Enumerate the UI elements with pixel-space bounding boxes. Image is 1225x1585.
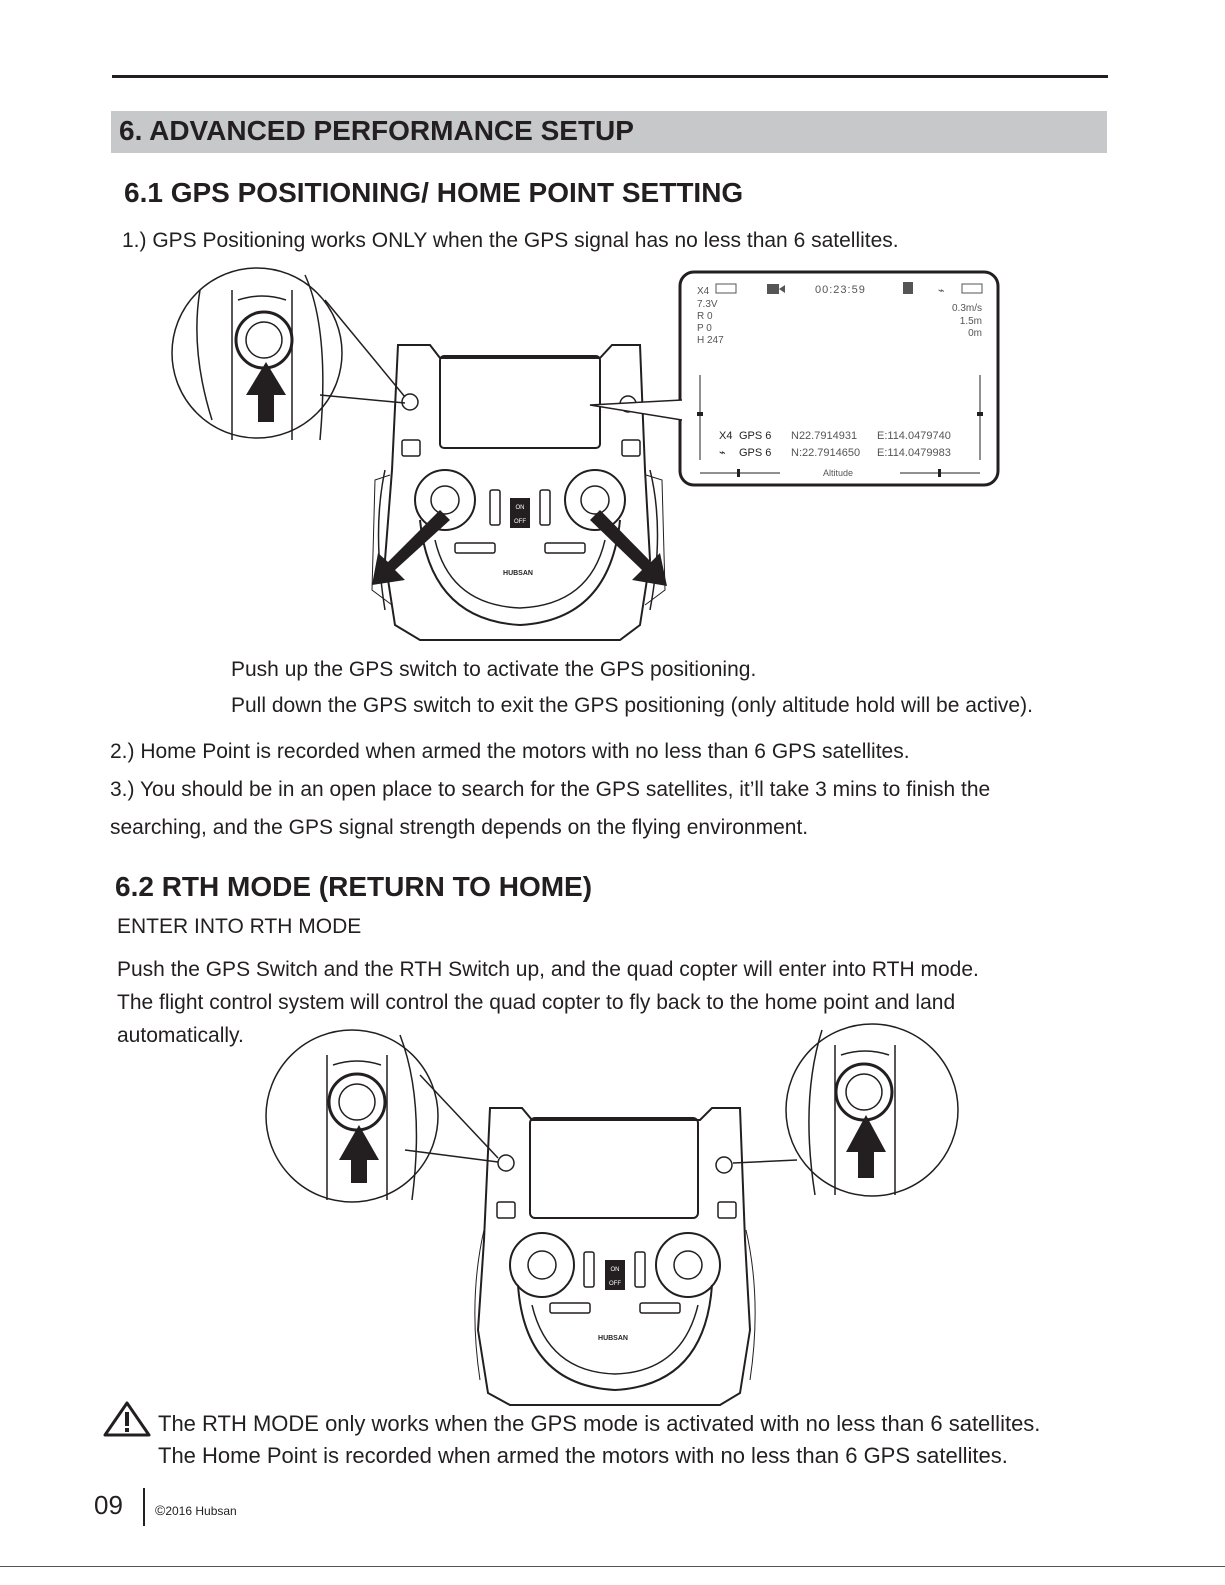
gps-controller-figure: ON OFF HUBSAN X4 00:23:59 ⌁ 7.3V R 0 P 0… xyxy=(171,267,1000,641)
rth-subtitle: ENTER INTO RTH MODE xyxy=(117,915,362,938)
rth-off-label: OFF xyxy=(609,1281,621,1287)
screen-roll: R 0 xyxy=(697,311,713,322)
rth-controller-body xyxy=(476,1107,752,1406)
rth-switch-zoom-circle xyxy=(785,1023,959,1197)
rth-line-2: The flight control system will control t… xyxy=(117,991,956,1014)
rth-brand-logo: HUBSAN xyxy=(598,1335,628,1342)
rth-section-title: 6.2 RTH MODE (RETURN TO HOME) xyxy=(115,871,593,902)
gps-point-3-line-1: 3.) You should be in an open place to se… xyxy=(110,778,991,801)
rth-line-1: Push the GPS Switch and the RTH Switch u… xyxy=(117,958,979,981)
screen-tx-gps: GPS 6 xyxy=(739,447,771,459)
on-label: ON xyxy=(516,505,525,511)
tx-battery-icon xyxy=(961,283,983,294)
left-stick xyxy=(414,469,476,531)
down-left-arrow-icon xyxy=(372,510,450,585)
gps-point-3-line-2: searching, and the GPS signal strength d… xyxy=(110,816,809,839)
warning-line-2: The Home Point is recorded when armed th… xyxy=(158,1443,1008,1468)
screen-height: 1.5m xyxy=(960,316,982,327)
off-label: OFF xyxy=(514,519,526,525)
copyright-symbol: © xyxy=(155,1502,166,1518)
brand-logo: HUBSAN xyxy=(503,570,533,577)
copyright: ©2016 Hubsan xyxy=(155,1502,237,1518)
up-arrow-icon xyxy=(339,1125,379,1183)
rth-on-label: ON xyxy=(611,1267,620,1273)
warning-icon xyxy=(103,1401,151,1437)
screen-craft-lon: E:114.0479740 xyxy=(877,430,951,442)
screen-altitude-label: Altitude xyxy=(823,468,853,478)
mini-screen xyxy=(439,355,601,449)
screen-tx-lon: E:114.0479983 xyxy=(877,447,951,459)
sd-card-icon xyxy=(903,282,913,294)
screen-heading: H 247 xyxy=(697,335,724,346)
push-up-text: Push up the GPS switch to activate the G… xyxy=(231,658,757,681)
screen-pitch: P 0 xyxy=(697,323,712,334)
section-bar xyxy=(111,111,1107,153)
controller-glyph-icon: ⌁ xyxy=(938,285,945,297)
down-right-arrow-icon xyxy=(590,510,667,586)
pull-down-text: Pull down the GPS switch to exit the GPS… xyxy=(231,694,1033,717)
screen-callout xyxy=(678,270,1000,487)
screen-craft-gps: GPS 6 xyxy=(739,430,771,442)
copyright-text: 2016 Hubsan xyxy=(165,1504,237,1518)
video-icon xyxy=(767,284,779,294)
up-arrow-icon xyxy=(846,1115,886,1178)
screen-craft-label: X4 xyxy=(719,430,732,442)
screen-speed: 0.3m/s xyxy=(952,303,982,314)
page-separator xyxy=(143,1488,145,1526)
gps-section-title: 6.1 GPS POSITIONING/ HOME POINT SETTING xyxy=(124,177,744,208)
gps-point-2: 2.) Home Point is recorded when armed th… xyxy=(110,740,910,763)
right-stick xyxy=(564,469,626,531)
warning-line-1: The RTH MODE only works when the GPS mod… xyxy=(158,1411,1041,1436)
gps-switch-zoom-circle xyxy=(171,267,343,439)
screen-tx-lat: N:22.7914650 xyxy=(791,447,860,459)
gps-switch-zoom-circle-2 xyxy=(265,1029,439,1203)
rth-mini-screen xyxy=(529,1117,699,1219)
section-title: 6. ADVANCED PERFORMANCE SETUP xyxy=(119,115,634,146)
controller-body xyxy=(383,344,652,641)
gps-point-1: 1.) GPS Positioning works ONLY when the … xyxy=(122,229,899,252)
up-arrow-icon xyxy=(246,362,286,422)
top-rule xyxy=(112,75,1108,78)
screen-voltage: 7.3V xyxy=(697,299,718,310)
craft-battery-icon xyxy=(715,283,737,294)
rth-controller-figure: ON OFF HUBSAN xyxy=(265,1023,959,1406)
screen-distance: 0m xyxy=(968,328,982,339)
screen-time: 00:23:59 xyxy=(815,284,866,296)
page-number: 09 xyxy=(94,1490,123,1520)
screen-craft-lat: N22.7914931 xyxy=(791,430,857,442)
bottom-rule xyxy=(0,1566,1225,1567)
screen-model: X4 xyxy=(697,286,710,297)
rth-line-3: automatically. xyxy=(117,1024,244,1047)
controller-small-icon: ⌁ xyxy=(719,447,726,459)
